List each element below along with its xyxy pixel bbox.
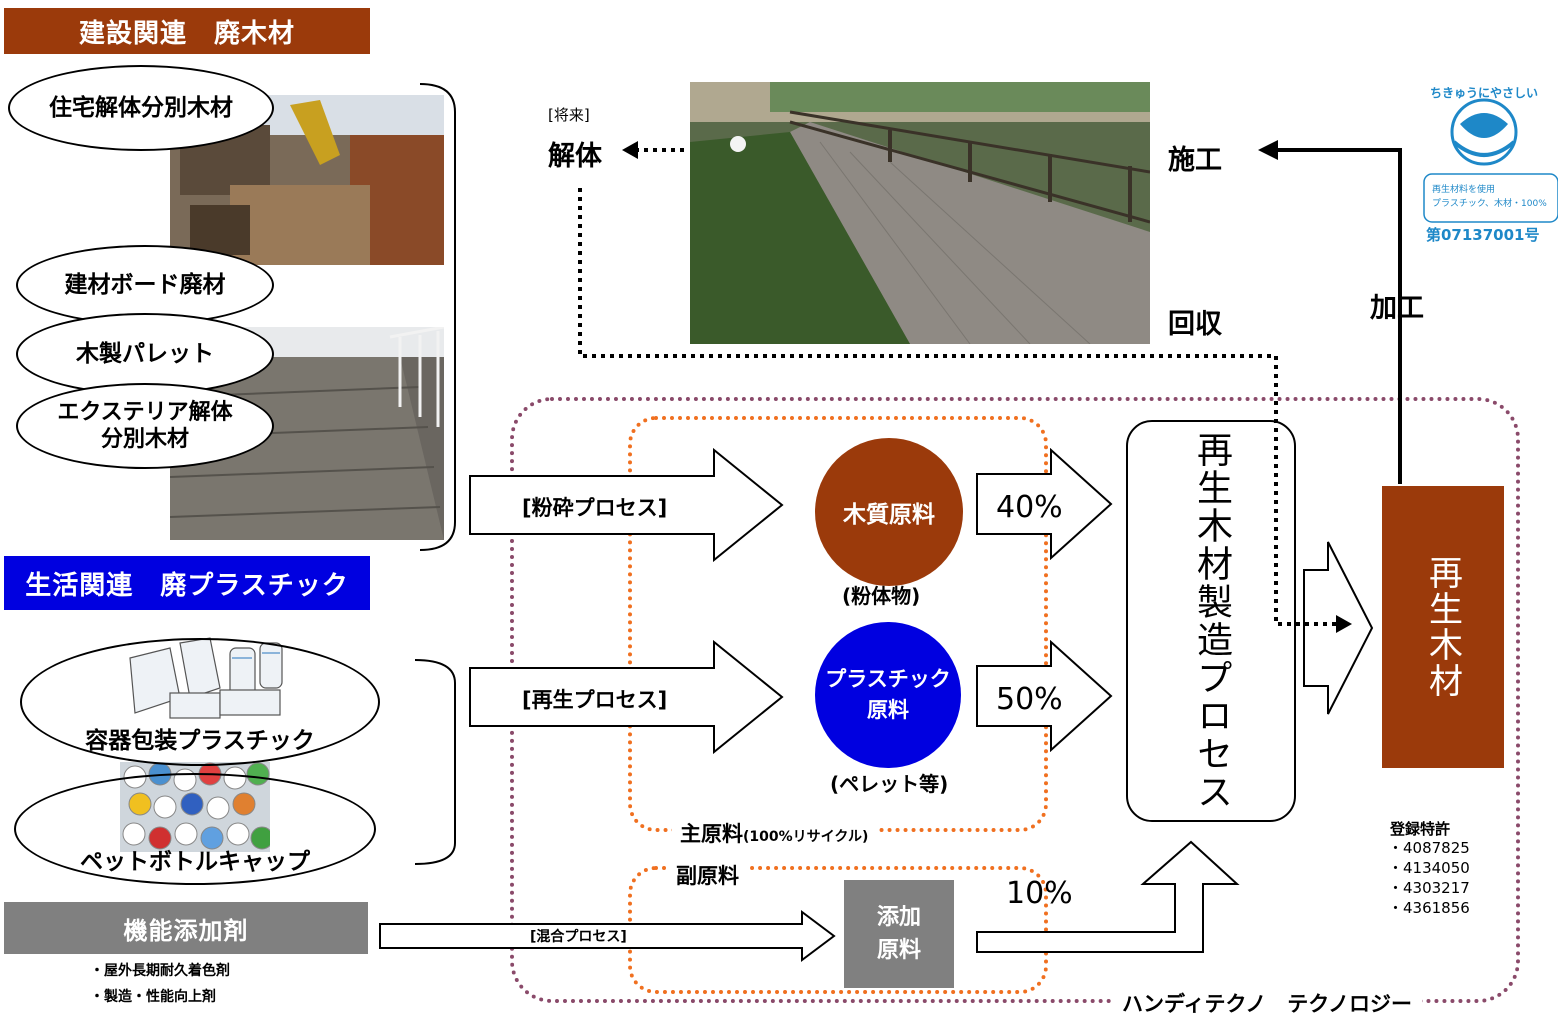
source-container-packaging-plastic: 容器包装プラスチック bbox=[20, 638, 380, 766]
main-material-text: 主原料 bbox=[680, 822, 743, 846]
household-header: 生活関連 廃プラスチック bbox=[4, 556, 370, 610]
main-material-label: 主原料(100%リサイクル) bbox=[672, 818, 877, 848]
source-house-demolition-wood: 住宅解体分別木材 bbox=[8, 65, 274, 151]
future-tag: [将来] bbox=[548, 106, 590, 124]
additive-note-colorant: ・屋外長期耐久着色剤 bbox=[90, 963, 230, 979]
source-pet-bottle-caps: ペットボトルキャップ bbox=[14, 773, 376, 885]
regen-wood-product-box: 再生木材 bbox=[1382, 486, 1504, 768]
mix-process-label: [混合プロセス] bbox=[530, 929, 627, 945]
patent-title: 登録特許 bbox=[1390, 820, 1451, 838]
plastic-material-circle: プラスチック 原料 bbox=[815, 622, 961, 768]
process-label: 加工 bbox=[1370, 293, 1424, 324]
crush-process-label: [粉砕プロセス] bbox=[522, 496, 668, 520]
patent-2: ・4134050 bbox=[1388, 859, 1470, 877]
patent-1: ・4087825 bbox=[1388, 839, 1470, 857]
plastic-material-sub: (ペレット等) bbox=[830, 772, 949, 796]
regen-wood-product-label: 再生木材 bbox=[1422, 555, 1463, 699]
wood-material-circle: 木質原料 bbox=[815, 438, 963, 586]
additive-header: 機能添加剤 bbox=[4, 902, 368, 954]
sub-material-label: 副原料 bbox=[668, 860, 747, 890]
patent-3: ・4303217 bbox=[1388, 879, 1470, 897]
demolish-label: 解体 bbox=[548, 141, 602, 172]
construct-label: 施工 bbox=[1168, 145, 1222, 176]
wood-percent-label: 40% bbox=[996, 490, 1063, 525]
source-exterior-wood: エクステリア解体 分別木材 bbox=[16, 383, 274, 469]
construction-header: 建設関連 廃木材 bbox=[4, 8, 370, 54]
mix-arrow-shape bbox=[379, 910, 836, 962]
eco-line-1: 再生材料を使用 bbox=[1432, 185, 1496, 195]
source-building-board: 建材ボード廃材 bbox=[16, 245, 274, 325]
boardwalk-photo bbox=[690, 82, 1150, 344]
patent-4: ・4361856 bbox=[1388, 899, 1470, 917]
regen-wood-process-label: 再生木材製造プロセス bbox=[1191, 431, 1232, 811]
crush-arrow-shape bbox=[469, 448, 784, 562]
wood-percent-arrow bbox=[976, 448, 1113, 560]
eco-mark: ちきゅうにやさしい 再生材料を使用 プラスチック、木材・100% 第071370… bbox=[1420, 82, 1558, 244]
eco-line-2: プラスチック、木材・100% bbox=[1432, 199, 1547, 209]
construction-brace bbox=[419, 83, 456, 551]
additive-percent-label: 10% bbox=[1006, 876, 1073, 911]
container-packaging-label: 容器包装プラスチック bbox=[85, 728, 315, 755]
additive-up-arrow bbox=[976, 840, 1240, 953]
additive-note-performance: ・製造・性能向上剤 bbox=[90, 989, 216, 1005]
plastic-percent-arrow bbox=[976, 640, 1113, 752]
eco-arc-text: ちきゅうにやさしい bbox=[1430, 86, 1539, 100]
wood-material-sub: (粉体物) bbox=[842, 584, 921, 608]
company-label: ハンディテクノ テクノロジー bbox=[1112, 988, 1423, 1018]
pet-bottle-caps-label: ペットボトルキャップ bbox=[80, 849, 310, 876]
plastic-percent-label: 50% bbox=[996, 682, 1063, 717]
recycle-process-label: [再生プロセス] bbox=[522, 688, 668, 712]
eco-number: 第07137001号 bbox=[1426, 226, 1540, 244]
plastic-brace bbox=[414, 659, 456, 865]
recycle-note: (100%リサイクル) bbox=[743, 829, 869, 845]
source-wooden-pallet: 木製パレット bbox=[16, 313, 274, 395]
collect-label: 回収 bbox=[1168, 309, 1222, 340]
additive-material-box: 添加 原料 bbox=[844, 880, 954, 988]
recycle-arrow-shape bbox=[469, 640, 784, 754]
regen-wood-process-box: 再生木材製造プロセス bbox=[1126, 420, 1296, 822]
